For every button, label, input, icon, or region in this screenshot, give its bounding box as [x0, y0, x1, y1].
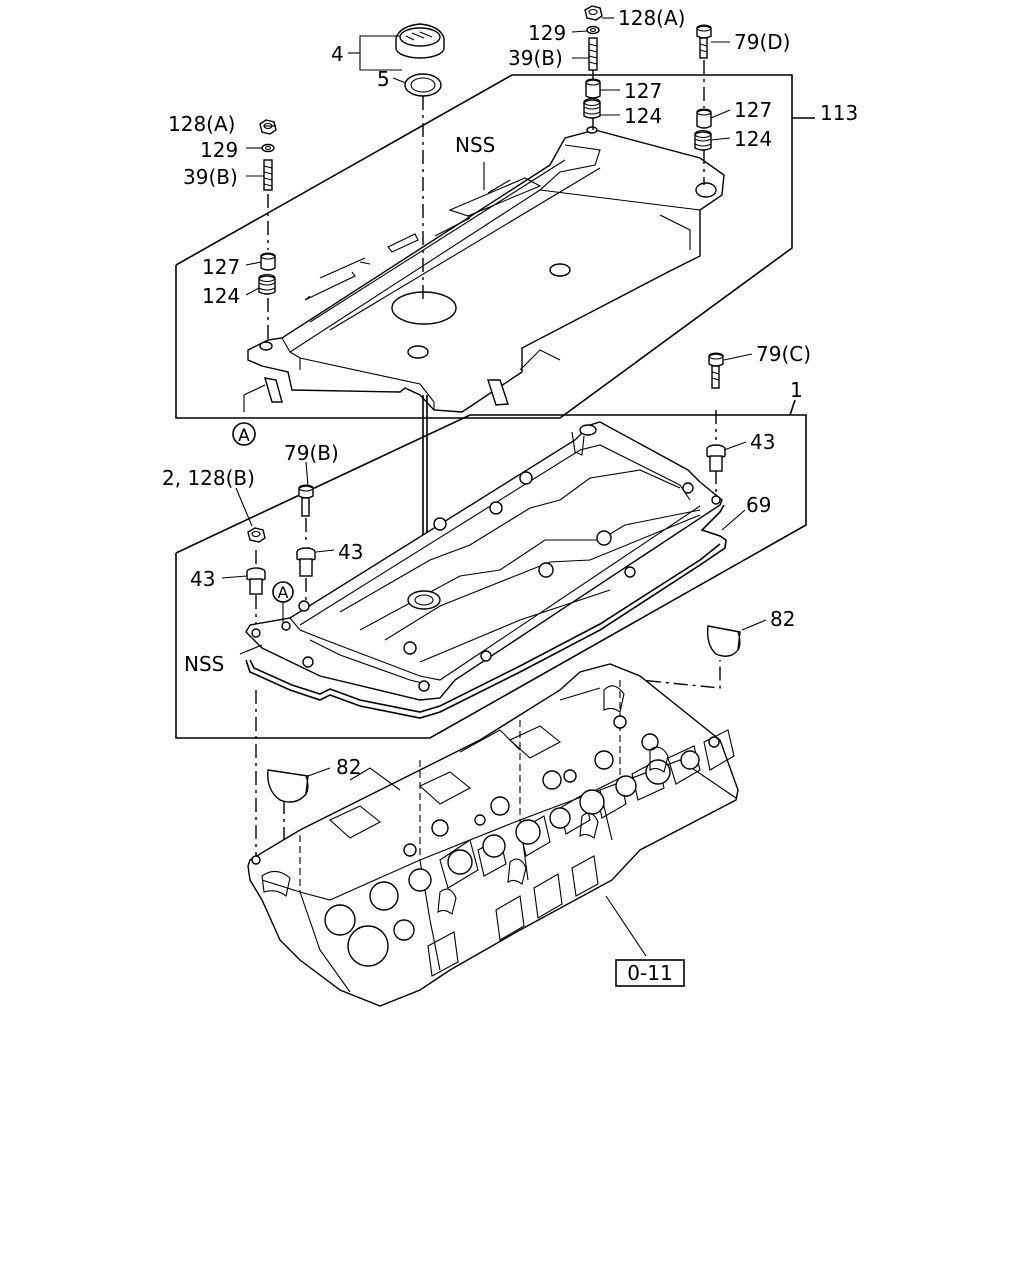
label-1: 1 [790, 378, 803, 402]
grommet-icon [258, 273, 276, 295]
head-cover-body [245, 421, 723, 701]
label-124-top: 124 [624, 104, 662, 128]
label-79b: 79(B) [284, 441, 339, 465]
label-128a-top: 128(A) [618, 6, 685, 30]
label-129-left: 129 [200, 138, 238, 162]
washer-icon [586, 25, 600, 35]
label-79c: 79(C) [756, 342, 811, 366]
semicircle-plug-icon [267, 769, 309, 803]
o-ring-icon [404, 73, 442, 97]
grommet-icon [583, 97, 601, 119]
stud-icon [263, 159, 273, 191]
label-43-left: 43 [190, 567, 215, 591]
grommet-icon [696, 108, 712, 129]
bolt-icon [298, 484, 314, 517]
label-82-left: 82 [336, 755, 361, 779]
part-labels: 4 5 128(A) 129 39(B) 79(D) 127 124 127 1… [162, 6, 858, 985]
ref-a-top-marker: A [232, 422, 256, 446]
bolt-icon [708, 352, 724, 389]
ref-a-bottom-marker: A [272, 581, 294, 603]
semicircle-plug-icon [706, 625, 741, 657]
washer-icon [261, 143, 275, 153]
grommet-icon [585, 78, 601, 99]
label-129-top: 129 [528, 21, 566, 45]
ref-a-bottom-label: A [278, 583, 289, 602]
cover-assembly-113-frame [175, 74, 815, 419]
leader-lines [221, 17, 767, 777]
label-79d: 79(D) [734, 30, 790, 54]
label-69: 69 [746, 493, 771, 517]
label-127-top: 127 [624, 79, 662, 103]
gasket [245, 504, 727, 719]
label-124-left: 124 [202, 284, 240, 308]
label-113: 113 [820, 101, 858, 125]
label-82-right: 82 [770, 607, 795, 631]
label-39b-top: 39(B) [508, 46, 563, 70]
nut-icon [247, 527, 266, 543]
label-nss-bottom: NSS [184, 652, 224, 676]
grommet-icon [694, 129, 712, 151]
ref-a-top-label: A [238, 426, 250, 446]
nut-icon [584, 5, 603, 21]
label-43-right: 43 [750, 430, 775, 454]
label-124-right: 124 [734, 127, 772, 151]
label-5: 5 [377, 67, 390, 91]
collar-icon [296, 547, 316, 577]
stud-icon [588, 37, 598, 71]
collar-icon [246, 567, 266, 595]
label-39b-left: 39(B) [183, 165, 238, 189]
label-127-right: 127 [734, 98, 772, 122]
upper-cover-body [247, 126, 725, 413]
label-43-mid: 43 [338, 540, 363, 564]
cylinder-head-body [247, 663, 739, 1007]
bolt-icon [696, 24, 712, 59]
cylinder-head-ref-box [605, 895, 685, 987]
label-4: 4 [331, 42, 344, 66]
label-127-left: 127 [202, 255, 240, 279]
cap-bracket-lines [348, 35, 407, 84]
label-2-128b: 2, 128(B) [162, 466, 255, 490]
nut-icon [259, 119, 277, 135]
label-nss-top: NSS [455, 133, 495, 157]
label-128a-left: 128(A) [168, 112, 235, 136]
head-cover-assembly-1-frame [175, 399, 807, 739]
label-0-11: 0-11 [627, 961, 672, 985]
grommet-icon [260, 252, 276, 271]
collar-icon [706, 444, 726, 472]
oil-filler-cap-icon [395, 23, 445, 59]
